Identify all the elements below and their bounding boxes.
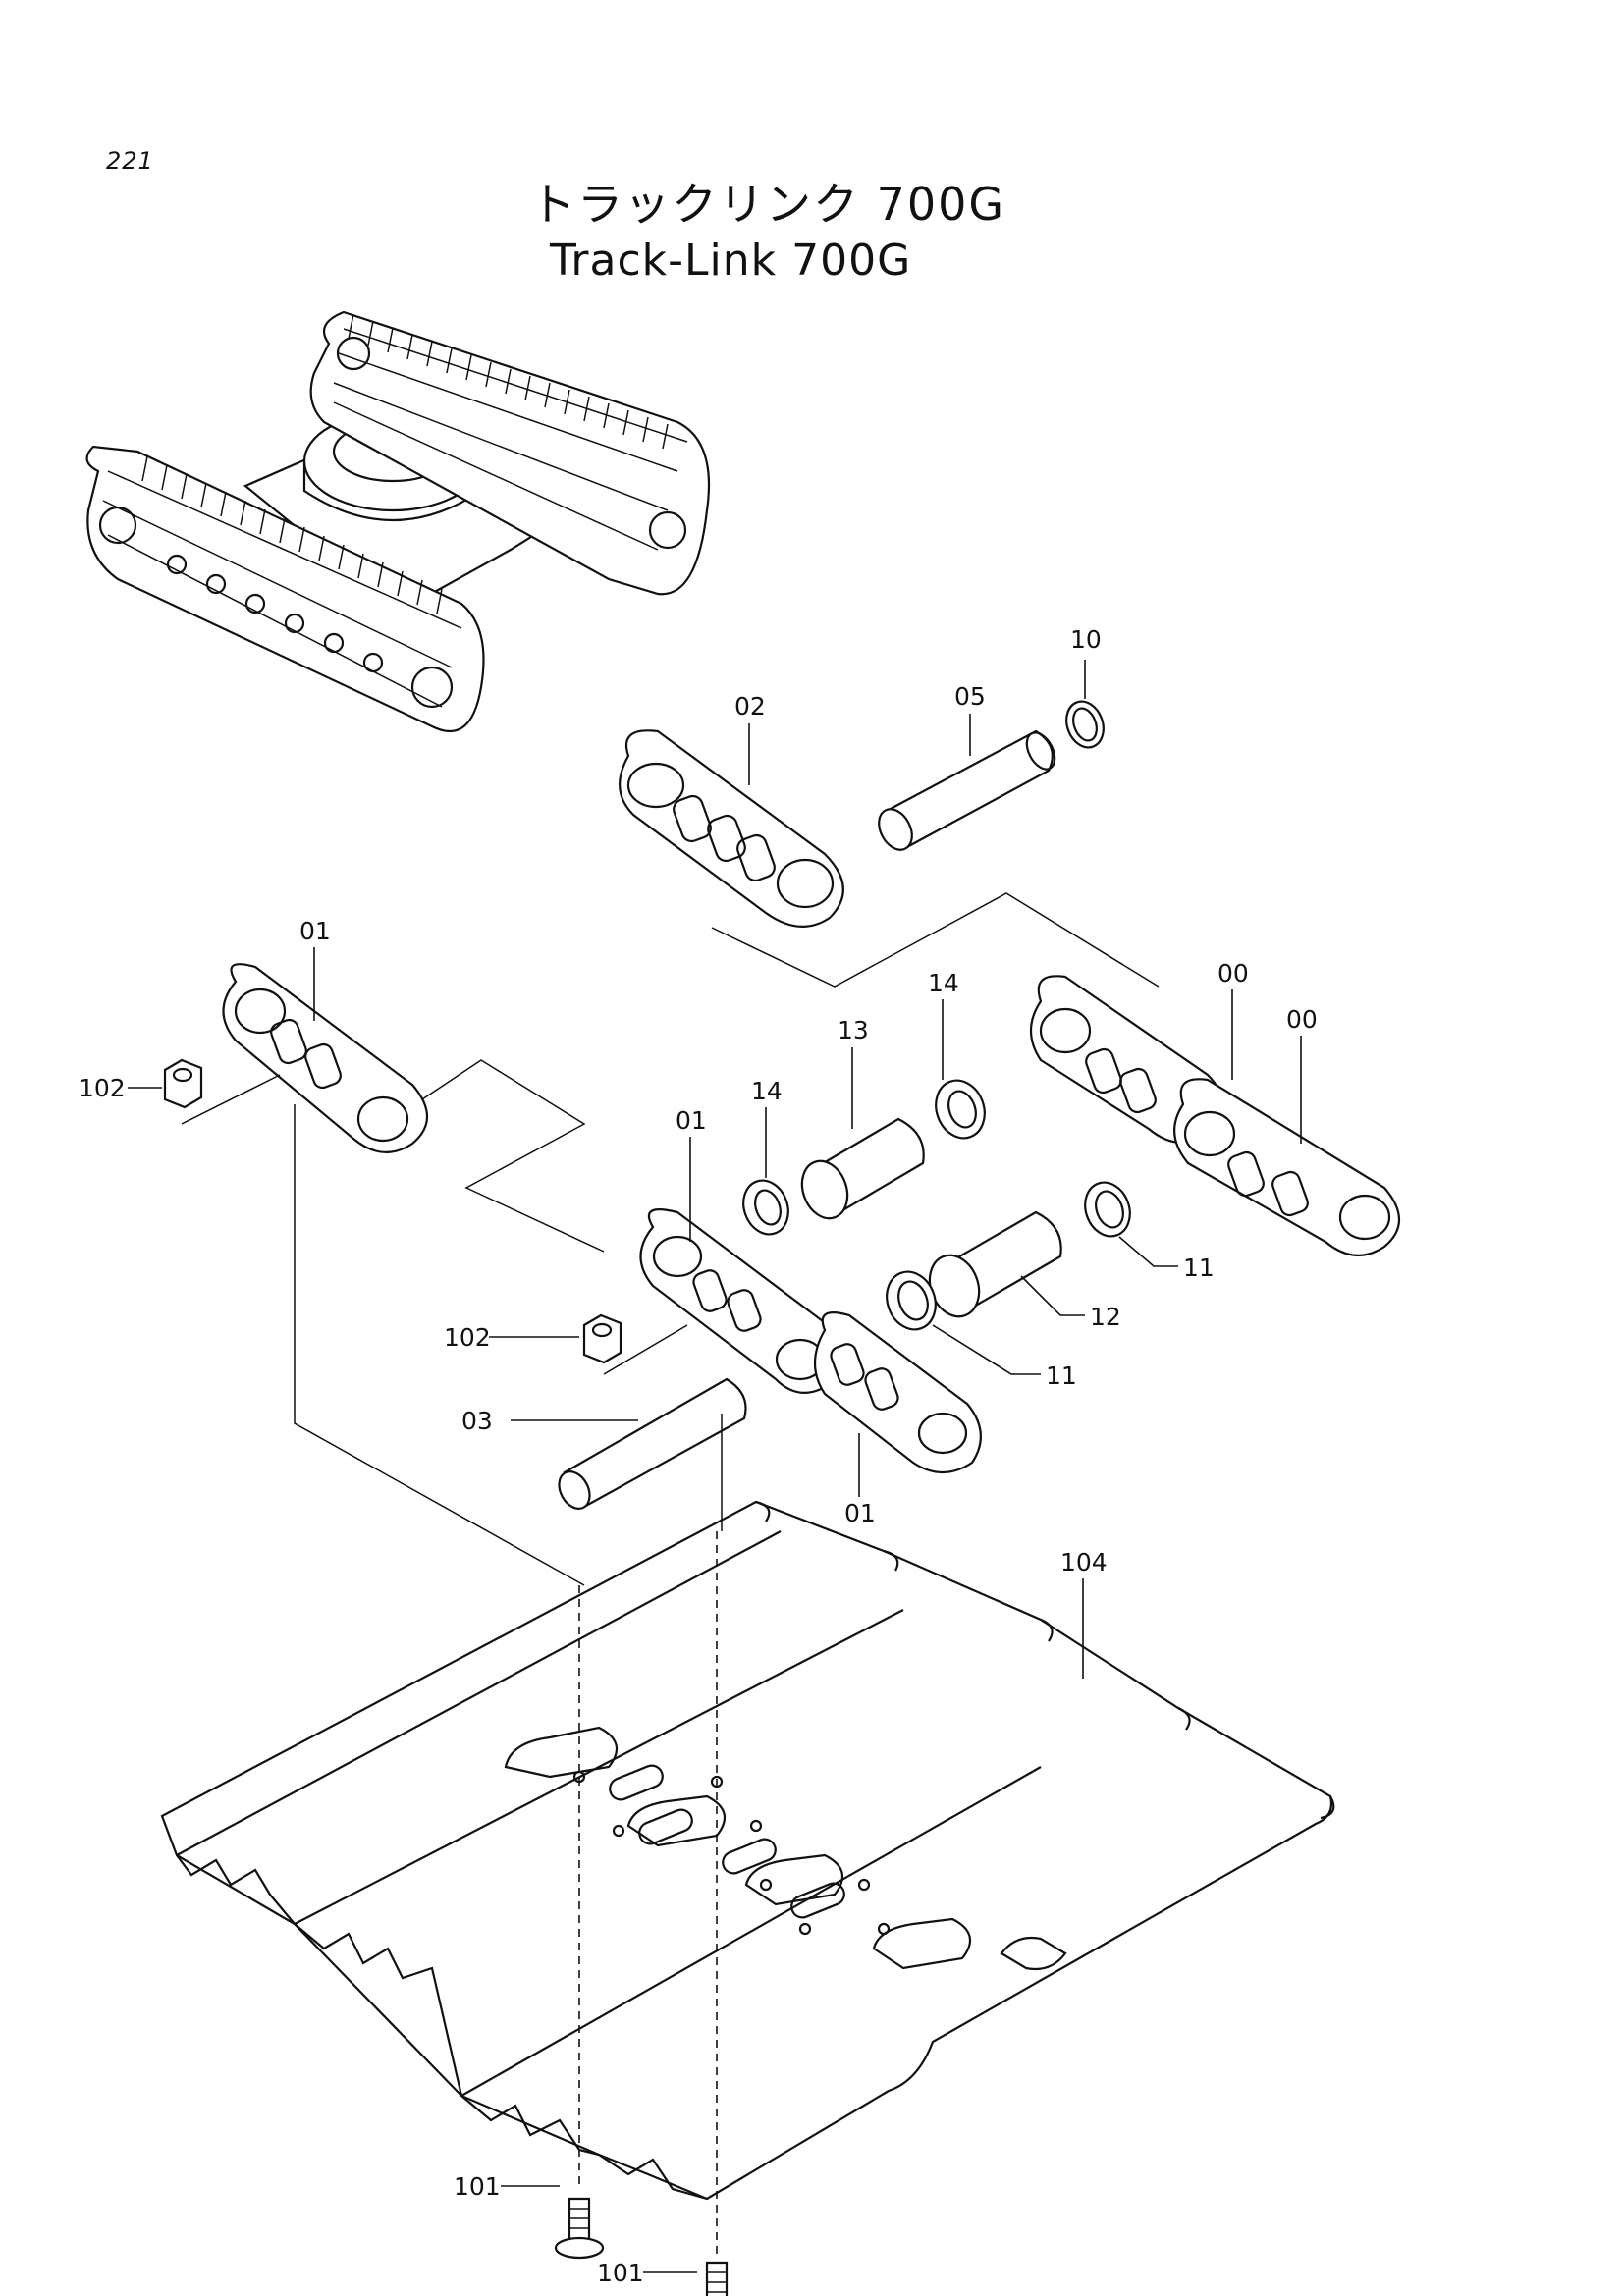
callout-11-left: 11 <box>1046 1362 1077 1390</box>
track-link-01-left <box>222 963 428 1153</box>
title-japanese: トラックリンク 700G <box>530 178 1006 231</box>
callout-104: 104 <box>1060 1548 1108 1576</box>
rear-track-shoes <box>348 313 669 450</box>
callout-101-lower: 101 <box>597 2259 644 2287</box>
track-shoe-104 <box>160 1500 1335 2201</box>
assembly-outline-left <box>421 1059 605 1253</box>
bolt-101-upper <box>554 2197 605 2260</box>
callout-14-left: 14 <box>751 1077 783 1105</box>
track-rollers <box>98 336 687 709</box>
bushing-13 <box>800 1117 925 1220</box>
seal-14-right <box>935 1079 986 1140</box>
assembly-outline-upper <box>711 892 1160 988</box>
bolt-101-lower <box>705 2261 729 2296</box>
callout-02: 02 <box>734 692 766 721</box>
callout-101-upper: 101 <box>454 2172 501 2201</box>
callout-01-lower: 01 <box>844 1499 876 1527</box>
seal-11-right <box>1084 1181 1131 1238</box>
leader-lines <box>128 660 1302 2273</box>
callout-05: 05 <box>954 682 986 711</box>
track-link-01-center <box>639 1208 844 1394</box>
callout-102-center: 102 <box>444 1323 491 1352</box>
title-english: Track-Link 700G <box>550 236 912 286</box>
callout-14-right: 14 <box>928 969 959 997</box>
callout-102-left: 102 <box>79 1074 126 1102</box>
page-number: 221 <box>106 147 154 175</box>
nut-guide-lines <box>181 1074 688 1375</box>
track-link-02 <box>619 729 844 928</box>
nut-102-left <box>163 1058 203 1109</box>
callout-01-left: 01 <box>299 917 331 945</box>
callout-01-center: 01 <box>676 1106 707 1135</box>
track-link-01-lower <box>814 1311 982 1473</box>
undercarriage-overview <box>85 310 711 732</box>
callout-00-b: 00 <box>1286 1005 1318 1034</box>
track-link-00-b <box>1173 1078 1400 1256</box>
seal-14-left <box>742 1179 789 1236</box>
bushing-12 <box>928 1210 1062 1318</box>
guide-line-left <box>294 1104 585 1586</box>
front-track-shoes <box>141 455 443 614</box>
track-pin-03 <box>558 1377 747 1510</box>
callout-11-right: 11 <box>1183 1254 1215 1282</box>
nut-102-center <box>582 1313 622 1364</box>
callout-00-a: 00 <box>1217 959 1249 988</box>
seal-11-left <box>886 1270 937 1331</box>
callout-10: 10 <box>1070 625 1102 654</box>
track-pin-05 <box>878 729 1056 851</box>
clip-10 <box>1065 700 1105 749</box>
callout-12: 12 <box>1090 1303 1121 1331</box>
callout-13: 13 <box>838 1016 869 1044</box>
callout-03: 03 <box>461 1407 493 1435</box>
